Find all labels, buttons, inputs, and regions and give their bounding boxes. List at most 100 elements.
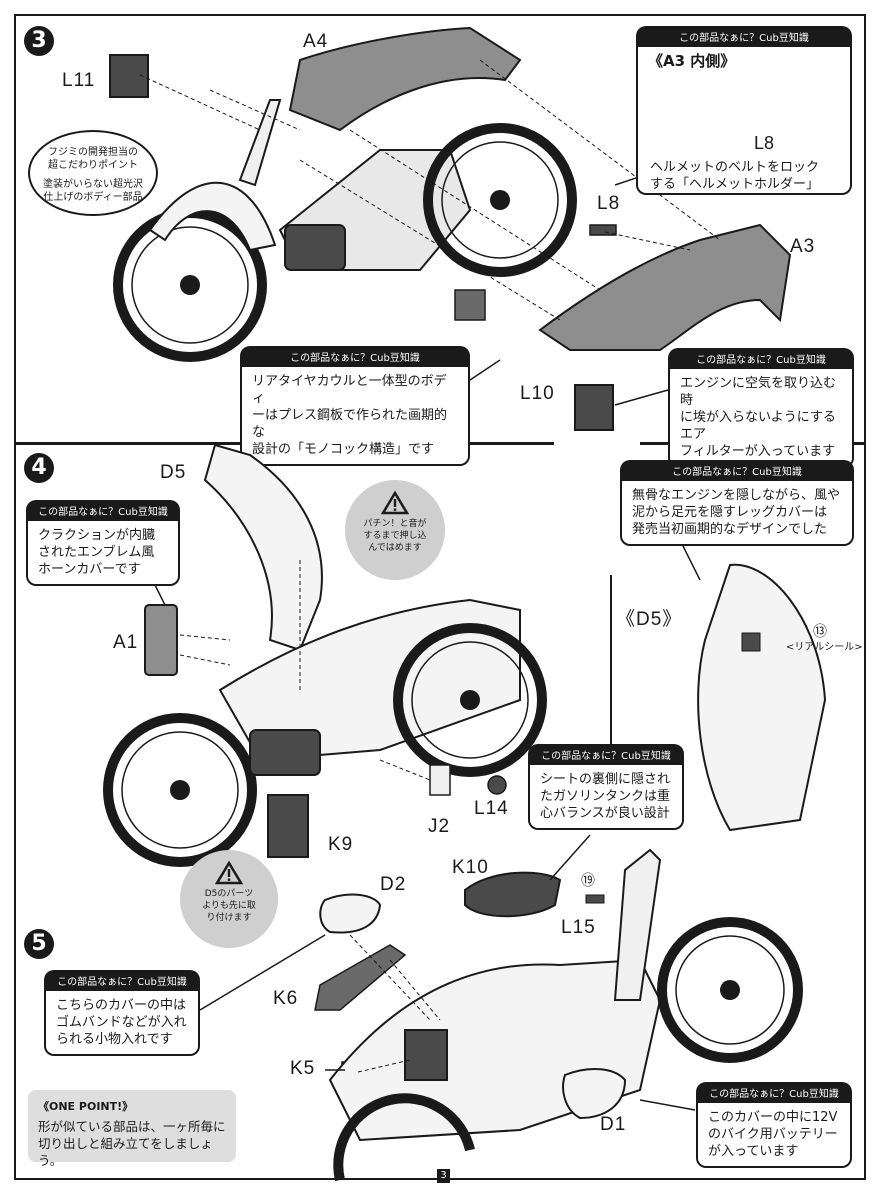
warning-icon [214,860,244,885]
seal-number: ⑬ [813,624,827,640]
box-cover-d2 [319,893,382,934]
part-label-a1: A1 [113,632,139,653]
warning-line: よりも先に取 [202,901,256,911]
part-bracket [454,289,486,321]
part-label-k10: K10 [452,857,489,878]
callout-header: この部品なぁに？Cub豆知識 [668,348,854,369]
front-fender [148,181,277,252]
scooter-body [218,598,521,762]
callout-line: 設計の「モノコック構造」です [252,442,435,457]
note-line: フジミの開発担当の [48,147,138,158]
part-label-k9: K9 [328,834,354,855]
callout-line: られる小物入れです [56,1032,173,1047]
part-label-d2: D2 [380,874,407,895]
note-line: 超こだわりポイント [48,160,138,171]
pointer-monocoque [469,359,501,381]
one-point-tip: 《ONE POINT!》 形が似ている部品は、一ヶ所毎に 切り出しと組み立てをし… [28,1090,236,1168]
warning-line: パチン！と音が [363,519,427,529]
one-point-line: 切り出しと組み立てをしましょう。 [38,1136,213,1168]
callout-line: ーはプレス鋼板で作られた画期的な [252,408,448,440]
seal-label: <リアルシール> [786,642,863,653]
assembly-guide-lines [349,934,441,1073]
engine-block [284,224,346,271]
rear-wheel [423,123,577,277]
callout-header: この部品なぁに？Cub豆知識 [636,26,852,47]
callout-line: する「ヘルメットホルダー」 [650,177,820,192]
part-label-l10: L10 [520,383,555,404]
part-label-l15: L15 [561,917,596,938]
step-4-number: 4 [24,453,54,483]
callout-storage-box: この部品なぁに？Cub豆知識 こちらのカバーの中は ゴムバンドなどが入れ られる… [44,970,200,1056]
part-j2 [429,764,451,796]
part-label-d5: D5 [160,462,187,483]
callout-header: この部品なぁに？Cub豆知識 [696,1082,852,1103]
assembly-guide-lines [179,560,431,781]
callout-header: この部品なぁに？Cub豆知識 [620,460,854,481]
horn-cover-a1 [144,604,178,676]
callout-line: ホーンカバーです [38,562,141,577]
part-label-l8-detail: L8 [754,133,775,153]
screw-l15 [585,894,605,904]
callout-line: 泥から足元を隠すレッグカバーは [632,505,828,520]
callout-line: このカバーの中に12V [708,1110,838,1125]
callout-header: この部品なぁに？Cub豆知識 [528,744,684,765]
step-3-number: 3 [24,26,54,56]
callout-line: シートの裏側に隠され [540,772,671,787]
front-fork [613,848,662,1001]
pointer-tank [549,834,591,881]
callout-line: のバイク用バッテリー [708,1127,838,1142]
part-label-l11: L11 [62,70,96,91]
pointer-legcover [679,539,701,581]
callout-line: クラクションが内臓 [38,528,156,543]
callout-line: 発売当初画期的なデザインでした [632,522,828,537]
warning-snap: パチン！と音が するまで押し込 んではめます [345,480,445,580]
warning-line: んではめます [368,543,422,553]
step-4-illustration [103,443,827,918]
part-label-j2: J2 [428,816,451,837]
developer-note: フジミの開発担当の 超こだわりポイント 塗装がいらない超光沢 仕上げのボディー部… [28,130,158,216]
body-shell-a3 [538,223,792,351]
callout-line: 無骨なエンジンを隠しながら、風や [632,488,841,503]
callout-header: この部品なぁに？Cub豆知識 [26,500,180,521]
callout-horn-cover: この部品なぁに？Cub豆知識 クラクションが内臓 されたエンブレム風 ホーンカバ… [26,500,180,586]
air-filter-k9 [267,794,309,858]
callout-line: 心バランスが良い設計 [540,806,670,821]
callout-header: この部品なぁに？Cub豆知識 [44,970,200,991]
step-5-number: 5 [24,929,54,959]
air-box [404,1029,448,1081]
battery-cover-d1 [562,1068,627,1120]
one-point-title: 《ONE POINT!》 [38,1100,134,1113]
rear-wheel [333,1093,475,1182]
step-3-illustration [109,26,813,431]
callout-monocoque: この部品なぁに？Cub豆知識 リアタイヤカウルと一体型のボディ ーはプレス鋼板で… [240,346,470,466]
callout-line: ヘルメットのベルトをロック [650,160,820,175]
callout-line: リアタイヤカウルと一体型のボディ [252,374,447,406]
detail-label-d5: 《D5》 [616,609,683,630]
pointer-battery [639,1099,696,1111]
screw-number: ⑲ [581,873,595,889]
rear-fender-a4 [288,26,522,132]
callout-line: フィルターが入っています [680,444,836,459]
callout-title: 《A3 内側》 [648,52,736,70]
bracket-k6 [314,944,407,1011]
warning-order: D5のパーツ よりも先に取 り付けます [180,850,278,948]
emblem-seal [741,632,761,652]
scooter-body [328,958,662,1142]
fuel-tank-k10 [464,871,562,918]
callout-line: こちらのカバーの中は [56,998,187,1013]
part-label-l8: L8 [597,193,621,214]
part-label-k6: K6 [273,988,299,1009]
part-l10 [574,384,614,431]
part-label-a4: A4 [303,31,329,52]
part-l8 [589,224,617,236]
note-line: 塗装がいらない超光沢 [43,179,143,190]
callout-air-filter: この部品なぁに？Cub豆知識 エンジンに空気を取り込む時 に埃が入らないようにす… [668,348,854,468]
callout-line: ゴムバンドなどが入れ [56,1015,187,1030]
part-l14 [487,775,507,795]
callout-line: エンジンに空気を取り込む時 [680,376,837,408]
part-label-l14: L14 [474,798,509,819]
pointer-box [199,934,326,1011]
engine-block [249,729,321,776]
part-l11 [109,54,149,98]
